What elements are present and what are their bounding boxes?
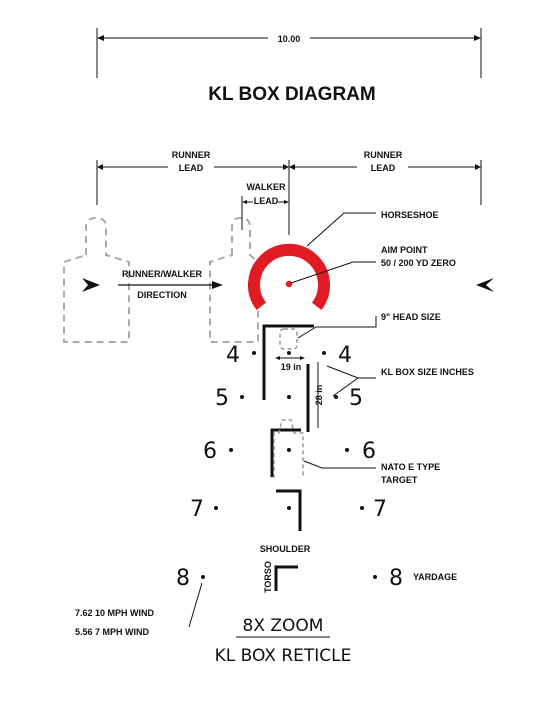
walker-lead-line1: WALKER xyxy=(247,182,286,192)
aim-point-dot xyxy=(285,280,293,288)
wind-line-2: 5.56 7 MPH WIND xyxy=(75,627,150,637)
aim-point-label-line2: 50 / 200 YD ZERO xyxy=(381,258,456,268)
target-silhouettes xyxy=(63,216,259,343)
yardage-6-right: 6 xyxy=(362,439,376,464)
yardage-dots xyxy=(201,351,377,579)
yardage-8-left: 8 xyxy=(176,566,190,591)
overall-width-label: 10.00 xyxy=(278,34,301,44)
nato-target-label-line2: TARGET xyxy=(381,475,418,485)
kl-box-size-label: KL BOX SIZE INCHES xyxy=(381,367,474,377)
wind-callout-line xyxy=(188,582,203,628)
yardage-numbers: 4 4 5 5 6 6 7 7 8 8 xyxy=(176,343,403,591)
horseshoe-reticle xyxy=(248,243,330,310)
wind-line-1: 7.62 10 MPH WIND xyxy=(75,608,155,618)
runner-lead-left-line2: LEAD xyxy=(179,163,204,173)
head-size-label: 9" HEAD SIZE xyxy=(381,312,441,322)
box-height-label: 28 in xyxy=(314,385,324,406)
kl-box-500 xyxy=(262,360,310,432)
yardage-8-right: 8 xyxy=(389,566,403,591)
right-arrowhead-icon xyxy=(476,278,494,292)
reticle-label: KL BOX RETICLE xyxy=(215,646,352,666)
yardage-7-left: 7 xyxy=(190,497,204,522)
direction-arrow: RUNNER/WALKER DIRECTION xyxy=(118,269,223,300)
yardage-label: YARDAGE xyxy=(413,572,457,582)
diagram-title: KL BOX DIAGRAM xyxy=(208,84,375,105)
runner-silhouette xyxy=(63,216,130,343)
direction-label-line1: RUNNER/WALKER xyxy=(122,269,202,279)
kl-box-700 xyxy=(276,489,302,531)
kl-box-600 xyxy=(270,428,301,477)
yardage-5-left: 5 xyxy=(215,386,229,411)
yardage-6-left: 6 xyxy=(203,439,217,464)
walker-silhouette xyxy=(209,216,259,343)
horseshoe-label: HORSESHOE xyxy=(381,210,439,220)
callout-lines xyxy=(290,212,377,469)
nato-target-label-line1: NATO E TYPE xyxy=(381,462,440,472)
runner-lead-dimension: RUNNER LEAD RUNNER LEAD xyxy=(96,150,482,235)
head-size-outline xyxy=(279,328,298,350)
direction-label-line2: DIRECTION xyxy=(137,290,187,300)
yardage-5-right: 5 xyxy=(349,386,363,411)
box-width-label: 19 in xyxy=(281,362,302,372)
kl-boxes xyxy=(262,324,314,591)
box-size-dims: 19 in 28 in xyxy=(275,356,324,428)
runner-lead-left-line1: RUNNER xyxy=(172,150,211,160)
kl-box-800 xyxy=(274,565,298,591)
overall-dimension: 10.00 xyxy=(96,28,482,78)
runner-lead-right-line2: LEAD xyxy=(371,163,396,173)
aim-point-label-line1: AIM POINT xyxy=(381,245,428,255)
torso-label: TORSO xyxy=(263,561,273,593)
zoom-label: 8X ZOOM xyxy=(243,616,324,636)
yardage-4-right: 4 xyxy=(338,343,352,368)
walker-lead-dimension: WALKER LEAD xyxy=(241,182,289,230)
walker-lead-line2: LEAD xyxy=(254,196,279,206)
nato-target-outline xyxy=(273,419,304,478)
yardage-7-right: 7 xyxy=(373,497,387,522)
runner-lead-right-line1: RUNNER xyxy=(364,150,403,160)
left-arrowhead-icon xyxy=(82,278,100,292)
yardage-4-left: 4 xyxy=(226,343,240,368)
center-dots xyxy=(287,351,291,510)
shoulder-label: SHOULDER xyxy=(260,544,311,554)
